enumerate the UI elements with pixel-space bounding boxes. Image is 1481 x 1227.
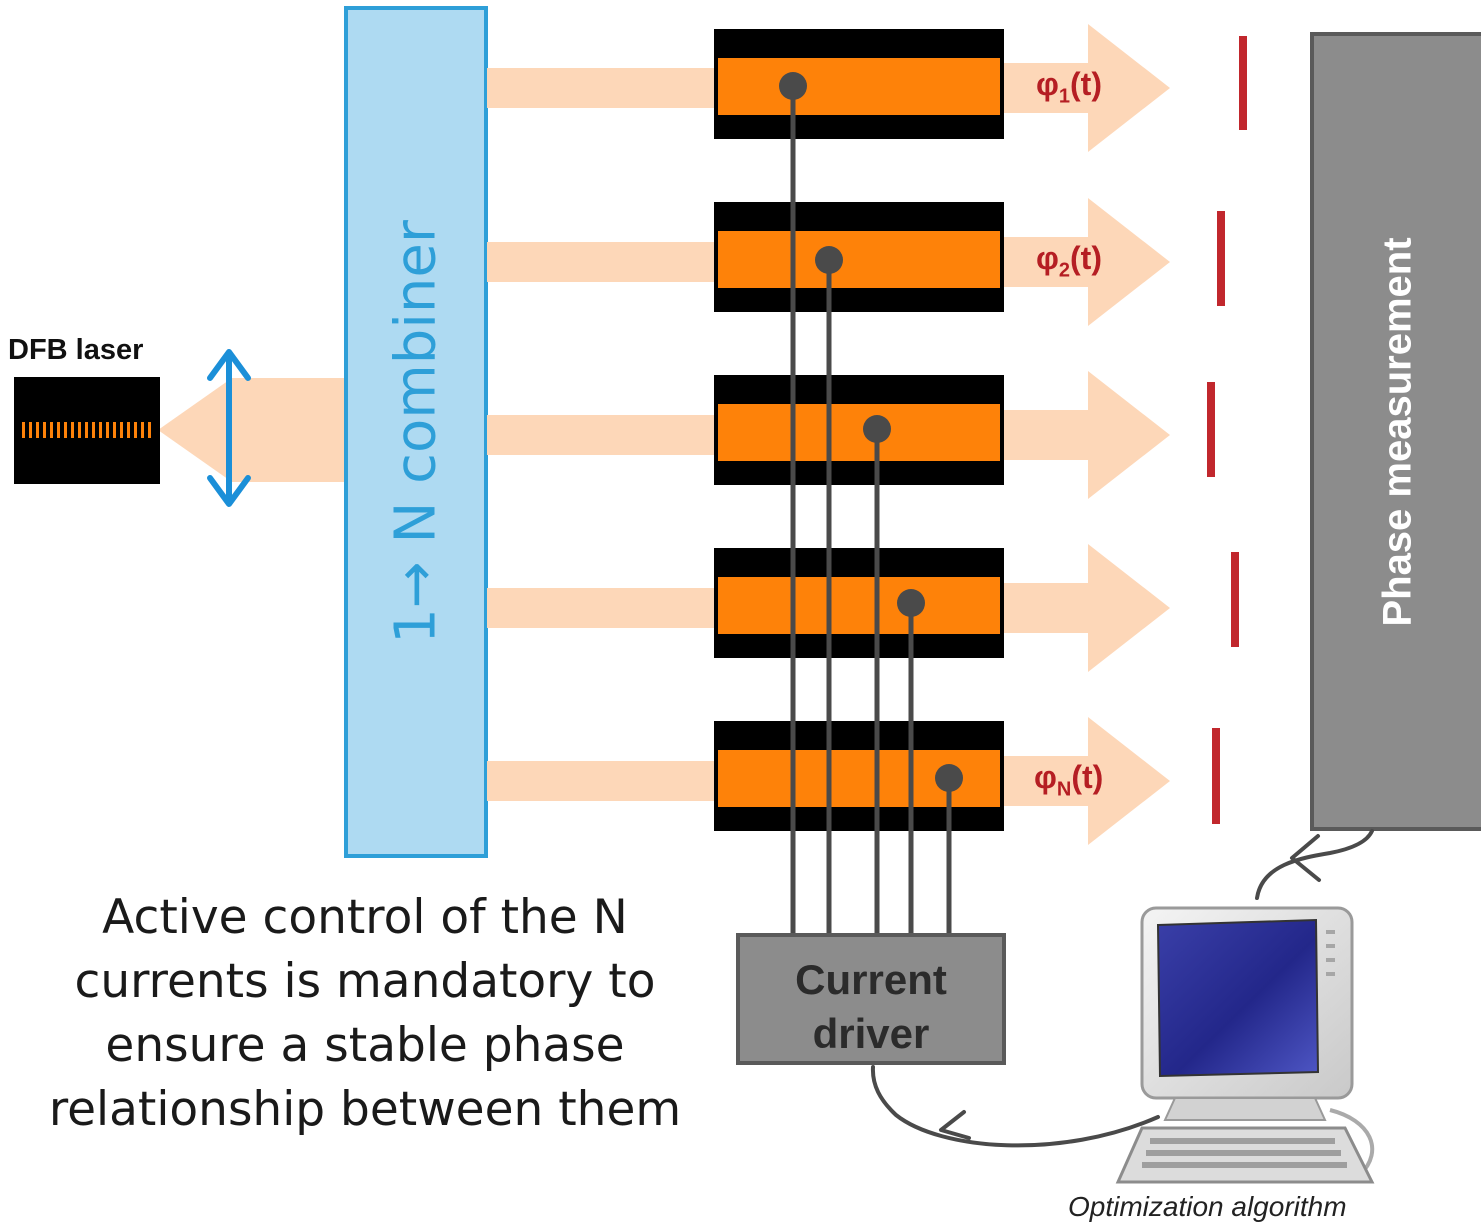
- computer-icon: [1115, 906, 1375, 1184]
- amplifier-2: [714, 202, 1004, 312]
- laser-chip-icon: [14, 377, 160, 484]
- combiner-box: [344, 6, 488, 858]
- amplifier-4: [714, 548, 1004, 658]
- combiner-label: 1→ N combiner: [383, 220, 449, 644]
- current-driver-box: [736, 933, 1006, 1065]
- phase-measurement-box: [1310, 32, 1481, 831]
- phase-label-n: φN(t): [1034, 759, 1104, 801]
- electrode-contacts: [779, 72, 963, 792]
- phase-fronts: [1207, 36, 1247, 824]
- current-wires: [790, 86, 952, 936]
- output-arrows: [1003, 24, 1170, 845]
- current-driver-label: Current driver: [738, 953, 1004, 1061]
- phase-label-1: φ1(t): [1036, 66, 1102, 108]
- phase-label-2: φ2(t): [1036, 240, 1102, 282]
- amplifier-3: [714, 375, 1004, 485]
- caption: Active control of the N currents is mand…: [0, 886, 730, 1142]
- beam-channels: [487, 68, 715, 801]
- caption-line-4: relationship between them: [48, 1082, 682, 1137]
- feedback-arrow-icon: [870, 829, 1374, 1148]
- amplifier-1: [714, 29, 1004, 139]
- caption-line-1: Active control of the N: [102, 890, 628, 945]
- current-driver-line-1: Current: [795, 956, 947, 1003]
- caption-line-2: currents is mandatory to: [74, 954, 656, 1009]
- phase-measurement-label: Phase measurement: [1375, 237, 1420, 627]
- laser-label: DFB laser: [8, 334, 144, 366]
- input-beam: [158, 378, 346, 482]
- lens-double-arrow-icon: [207, 349, 251, 507]
- current-driver-line-2: driver: [812, 1010, 930, 1057]
- caption-line-3: ensure a stable phase: [105, 1018, 625, 1073]
- optimization-algorithm-label: Optimization algorithm: [1068, 1191, 1347, 1222]
